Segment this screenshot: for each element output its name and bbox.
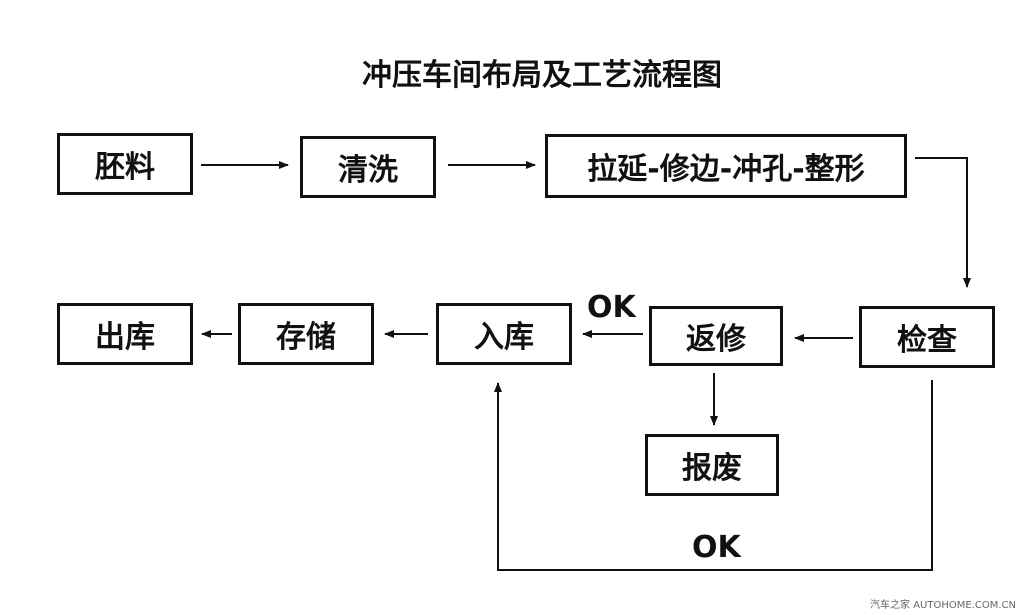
label-ok-inspect: OK (692, 530, 741, 565)
watermark: 汽车之家 AUTOHOME.COM.CN (870, 600, 1016, 611)
node-instock: 入库 (436, 303, 572, 365)
label-ok-repair: OK (587, 290, 636, 325)
edge-inspect-to-instock (494, 380, 933, 571)
node-blank: 胚料 (57, 133, 193, 195)
node-inspect: 检查 (859, 306, 995, 368)
node-press: 拉延-修边-冲孔-整形 (545, 134, 907, 198)
node-scrap: 报废 (645, 434, 779, 496)
node-outstock: 出库 (57, 303, 193, 365)
edge-press-to-inspect (915, 157, 971, 288)
diagram-title: 冲压车间布局及工艺流程图 (362, 58, 722, 93)
node-wash: 清洗 (300, 136, 436, 198)
node-store: 存储 (238, 303, 374, 365)
node-repair: 返修 (649, 306, 783, 366)
